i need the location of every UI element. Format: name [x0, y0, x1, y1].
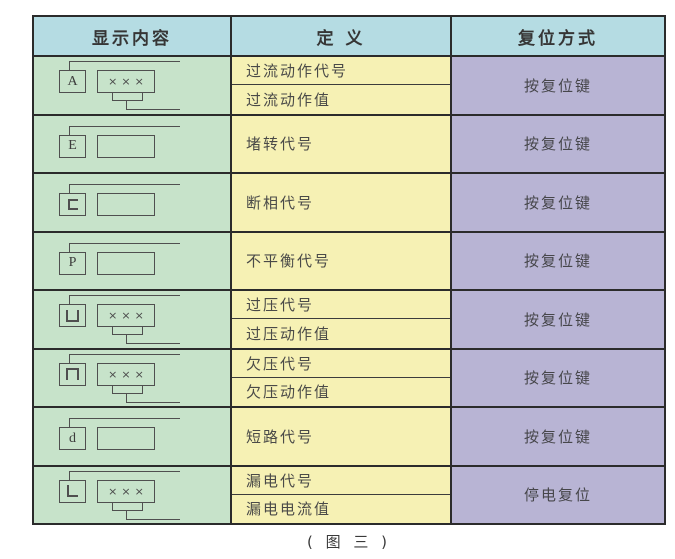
table-row-short-circuit: d 短路代号 按复位键 [34, 406, 664, 465]
display-diagram: ××× [34, 350, 230, 407]
definition-cell: 不平衡代号 [230, 232, 450, 289]
under-bracket-line [112, 93, 143, 101]
table-row-leakage: ××× 漏电代号 漏电电流值 停电复位 [34, 464, 664, 524]
code-letter-box: E [59, 134, 86, 158]
wire-top-line [69, 418, 180, 428]
wire-bottom-line [126, 334, 180, 344]
code-letter-box [59, 479, 86, 503]
definition-text: 过流动作值 [246, 90, 332, 109]
table-row-unbalance: P 不平衡代号 按复位键 [34, 230, 664, 290]
definition-text: 不平衡代号 [246, 252, 332, 271]
reset-method-cell: 按复位键 [450, 232, 664, 289]
value-box [97, 427, 155, 450]
definition-cell: 过流动作代号 过流动作值 [230, 57, 450, 114]
wire-top-line [69, 470, 180, 481]
wire-top-line [69, 184, 180, 194]
display-diagram: ××× [34, 291, 230, 348]
wire-top-line [69, 242, 180, 253]
code-letter-box [59, 193, 86, 216]
display-cell: ××× [34, 466, 230, 524]
wire-top-line [69, 295, 180, 305]
display-cell [34, 174, 230, 231]
header-definition: 定 义 [230, 17, 450, 55]
value-box: ××× [97, 479, 155, 503]
header-reset-method: 复位方式 [450, 17, 664, 55]
wire-bottom-line [126, 509, 180, 520]
segment-u-glyph [66, 310, 79, 322]
definition-text: 短路代号 [246, 427, 315, 446]
display-diagram: d [34, 408, 230, 465]
definition-cell: 欠压代号 欠压动作值 [230, 349, 450, 406]
under-bracket-line [112, 502, 143, 511]
wire-top-line [69, 125, 180, 136]
definition-cell: 过压代号 过压动作值 [230, 291, 450, 348]
definition-cell: 漏电代号 漏电电流值 [230, 466, 450, 523]
code-letter-box [59, 304, 86, 327]
under-bracket-line [112, 385, 143, 394]
definition-cell: 堵转代号 [230, 115, 450, 172]
reset-method-cell: 按复位键 [450, 115, 664, 172]
display-cell: P [34, 232, 230, 290]
segment-c-glyph [67, 199, 78, 210]
wire-bottom-line [126, 392, 180, 403]
definition-text: 堵转代号 [246, 135, 315, 154]
display-cell: E [34, 115, 230, 173]
definition-text: 断相代号 [246, 193, 315, 212]
reset-method-cell: 按复位键 [450, 57, 664, 114]
table-row-undervoltage: ××× 欠压代号 欠压动作值 按复位键 [34, 347, 664, 407]
under-bracket-line [112, 327, 143, 335]
definition-cell: 断相代号 [230, 174, 450, 231]
wire-top-line [69, 61, 180, 71]
display-cell: d [34, 408, 230, 465]
definition-text: 过压动作值 [246, 324, 332, 343]
value-box [97, 193, 155, 216]
figure-caption: ( 图 三 ) [306, 533, 391, 551]
display-diagram: E [34, 116, 230, 173]
definition-text: 漏电电流值 [246, 500, 332, 519]
display-cell: ××× [34, 349, 230, 407]
value-box [97, 251, 155, 275]
code-letter-box [59, 362, 86, 386]
definition-text: 欠压动作值 [246, 383, 332, 402]
definition-text: 过流动作代号 [232, 57, 450, 86]
display-diagram: P [34, 233, 230, 290]
reset-method-cell: 按复位键 [450, 349, 664, 406]
table-row-stall: E 堵转代号 按复位键 [34, 113, 664, 173]
value-box: ××× [97, 362, 155, 386]
value-box: ××× [97, 70, 155, 93]
definition-text: 漏电代号 [232, 467, 450, 495]
reset-method-cell: 按复位键 [450, 408, 664, 465]
table-row-overvoltage: ××× 过压代号 过压动作值 按复位键 [34, 289, 664, 348]
table-header-row: 显示内容 定 义 复位方式 [34, 17, 664, 55]
reset-method-cell: 按复位键 [450, 174, 664, 231]
segment-n-glyph [66, 367, 79, 380]
code-letter-box: P [59, 251, 86, 275]
table-row-phase-loss: 断相代号 按复位键 [34, 172, 664, 231]
definition-text: 过压代号 [232, 291, 450, 320]
value-box: ××× [97, 304, 155, 327]
code-letter-box: A [59, 70, 86, 93]
definition-cell: 短路代号 [230, 408, 450, 465]
fault-display-table: 显示内容 定 义 复位方式 A ××× 过流动作代号 过流动作值 按复位键 [32, 15, 666, 525]
wire-top-line [69, 353, 180, 364]
wire-bottom-line [126, 100, 180, 110]
value-box [97, 134, 155, 158]
code-letter-box: d [59, 427, 86, 450]
header-display-content: 显示内容 [34, 17, 230, 55]
display-cell: ××× [34, 291, 230, 348]
segment-l-glyph [67, 485, 78, 497]
display-diagram: A ××× [34, 57, 230, 114]
reset-method-cell: 停电复位 [450, 466, 664, 523]
display-diagram [34, 174, 230, 231]
definition-text: 欠压代号 [232, 350, 450, 378]
display-diagram: ××× [34, 467, 230, 524]
table-row-overcurrent: A ××× 过流动作代号 过流动作值 按复位键 [34, 55, 664, 114]
display-cell: A ××× [34, 57, 230, 114]
reset-method-cell: 按复位键 [450, 291, 664, 348]
